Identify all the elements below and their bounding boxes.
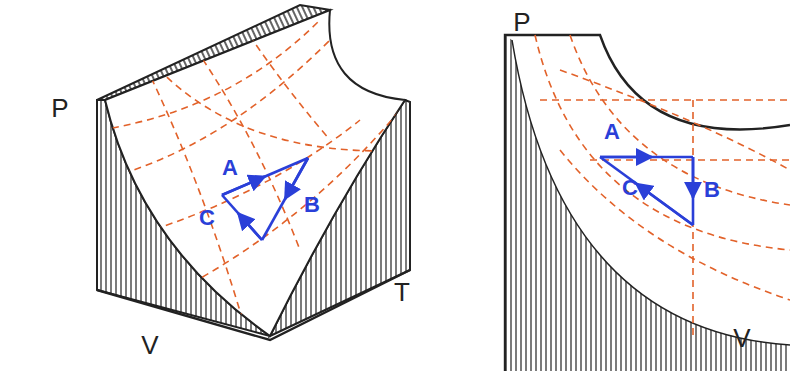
axis-label: P [51, 95, 68, 121]
axis-label: V [733, 325, 750, 351]
axis-label: T [394, 279, 410, 305]
point-label: A [222, 157, 238, 179]
point-label: C [622, 177, 638, 199]
pvt-surface-block [97, 5, 410, 345]
cycle-path [600, 157, 693, 225]
cycle-path [222, 158, 308, 240]
point-label: B [304, 194, 320, 216]
pv-projection [505, 35, 790, 371]
point-label: B [704, 179, 720, 201]
point-label: C [199, 207, 215, 229]
point-label: A [604, 121, 620, 143]
axis-label: V [141, 332, 158, 358]
axis-label: P [513, 9, 530, 35]
